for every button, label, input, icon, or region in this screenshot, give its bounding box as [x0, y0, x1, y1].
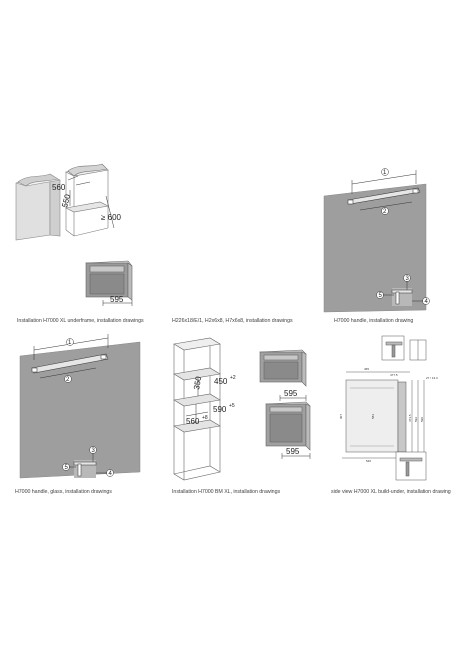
side-dim-592: 592	[414, 417, 418, 422]
glass-callout-5: 5	[65, 465, 69, 471]
caption-side-view: side view H7000 XL build-under, installa…	[331, 489, 451, 495]
glass-callout-2: 2	[66, 377, 70, 383]
underframe-drawing: 560 550 ≥ 600 595	[15, 163, 133, 306]
caption-bm-xl: Installation H7000 BM XL, installation d…	[172, 489, 281, 495]
side-dim-4775: 477.5	[390, 373, 398, 377]
callout-3: 3	[406, 276, 410, 282]
caption-h226: H226x18/E/1, H2x6x8, H7x6x8, installatio…	[172, 318, 293, 324]
side-dim-583: 583	[371, 414, 375, 419]
dim-595: 595	[110, 295, 124, 304]
panel-side-view: 465 477.5 27 / 13.3 907 583 473.5 592 59…	[326, 334, 466, 484]
dim-560-sup: +8	[202, 415, 208, 421]
dim-450-sup: +2	[230, 375, 236, 381]
side-view-drawing: 465 477.5 27 / 13.3 907 583 473.5 592 59…	[339, 335, 438, 481]
callout-2: 2	[383, 209, 387, 215]
side-dim-590: 590	[420, 417, 424, 422]
caption-handle: H7000 handle, installation drawing	[334, 318, 414, 324]
dim-595-top: 595	[284, 389, 298, 398]
callout-4: 4	[425, 299, 429, 305]
panel-underframe: 560 550 ≥ 600 595	[10, 160, 160, 310]
dim-560: 560	[186, 417, 200, 426]
caption-handle-glass: H7000 handle, glass, installation drawin…	[15, 489, 112, 495]
side-dim-465: 465	[364, 367, 369, 371]
glass-callout-3: 3	[92, 448, 96, 454]
glass-callout-4: 4	[109, 471, 113, 477]
handle-glass-drawing: 1 2 3 5 4	[19, 334, 141, 479]
dim-590-sup: +5	[229, 403, 235, 409]
bm-xl-drawing: 350 450 +2 590 +5 560 +8 595	[173, 337, 311, 481]
dim-550: 550	[60, 193, 72, 209]
side-dim-27: 27 / 13.3	[426, 376, 438, 380]
callout-5: 5	[379, 293, 383, 299]
dim-590: 590	[213, 405, 227, 414]
caption-underframe: Installation H7000 XL underframe, instal…	[17, 318, 144, 324]
dim-560: 560	[52, 183, 66, 192]
panel-bm-xl: 350 450 +2 590 +5 560 +8 595	[168, 334, 318, 484]
glass-callout-1: 1	[68, 340, 72, 346]
panel-handle: 1 2 3 5 4	[318, 160, 463, 315]
handle-drawing: 1 2 3 5 4	[323, 168, 430, 313]
dim-595-bottom: 595	[286, 447, 300, 456]
side-dim-907: 907	[339, 414, 343, 419]
dim-450: 450	[214, 377, 228, 386]
panel-handle-glass: 1 2 3 5 4	[10, 334, 160, 484]
side-dim-546: 546	[366, 459, 371, 463]
dim-min-600: ≥ 600	[101, 213, 122, 222]
callout-1: 1	[383, 170, 387, 176]
dim-350: 350	[192, 375, 203, 390]
side-dim-4735: 473.5	[408, 414, 412, 422]
